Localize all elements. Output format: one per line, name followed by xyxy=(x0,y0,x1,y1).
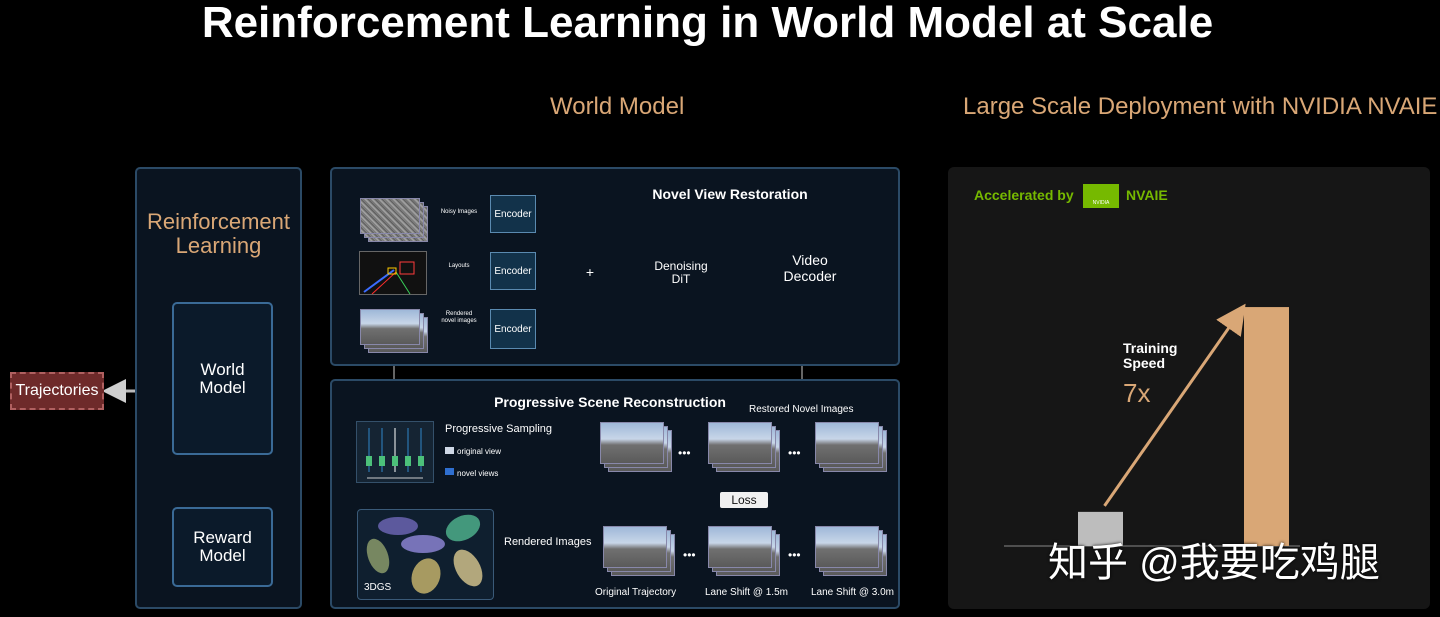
loss-box: Loss xyxy=(720,492,768,508)
decoder-line2: Decoder xyxy=(783,268,837,284)
layouts-label: Layouts xyxy=(448,263,470,269)
restoration-title: Novel View Restoration xyxy=(652,186,808,202)
original-trajectory-label: Original Trajectory xyxy=(595,587,677,598)
encoder-noisy: Encoder xyxy=(490,195,536,233)
accelerated-by-label: Accelerated by xyxy=(974,187,1074,203)
reward-model-line2: Model xyxy=(199,546,246,565)
speedup-arrow xyxy=(1103,303,1246,507)
reward-model-line1: Reward xyxy=(193,528,252,547)
rendered-images-label: Rendered Images xyxy=(504,536,592,548)
ellipsis-top-1: ••• xyxy=(678,446,691,460)
decoder-line1: Video xyxy=(792,252,828,268)
progressive-sampling-image xyxy=(356,421,434,483)
watermark: 知乎 @我要吃鸡腿 xyxy=(1048,541,1380,585)
dit-line1: Denoising xyxy=(654,259,708,273)
world-model-heading: World Model xyxy=(550,93,685,120)
plus-icon: + xyxy=(585,264,595,280)
ellipsis-bottom-1: ••• xyxy=(683,548,696,562)
speedup-value: 7x xyxy=(1123,378,1151,408)
ellipsis-bottom-2: ••• xyxy=(788,548,801,562)
rl-title-line1: Reinforcement xyxy=(146,209,291,234)
gaussian-splats-image xyxy=(357,509,494,600)
3dgs-label: 3DGS xyxy=(364,582,392,593)
rendered-label-line2: novel images xyxy=(441,318,477,324)
rendered-label-line1: Rendered xyxy=(445,311,473,317)
lane-shift-15-label: Lane Shift @ 1.5m xyxy=(705,587,788,598)
reconstruction-title: Progressive Scene Reconstruction xyxy=(494,394,726,410)
training-speed-line2: Speed xyxy=(1123,355,1166,371)
world-model-line2: Model xyxy=(199,377,246,397)
training-speed-label: Training Speed xyxy=(1123,341,1177,371)
ellipsis-top-2: ••• xyxy=(788,446,801,460)
deployment-panel xyxy=(948,167,1430,609)
nvidia-logo-icon: NVIDIA xyxy=(1083,184,1119,208)
novel-views-label: novel views xyxy=(457,469,499,478)
trajectories-box[interactable]: Trajectories xyxy=(10,372,104,410)
page-title: Reinforcement Learning in World Model at… xyxy=(201,0,1214,47)
progressive-sampling-label: Progressive Sampling xyxy=(445,423,552,435)
video-decoder: Video Decoder xyxy=(770,252,850,284)
original-view-icon xyxy=(445,447,454,454)
encoder-layouts: Encoder xyxy=(490,252,536,290)
dit-line2: DiT xyxy=(671,272,691,286)
deployment-heading: Large Scale Deployment with NVIDIA NVAIE xyxy=(963,93,1438,120)
rendered-novel-images-label: Rendered novel images xyxy=(434,311,484,325)
nvidia-logo-text: NVIDIA xyxy=(1092,200,1110,206)
rl-title-line2: Learning xyxy=(175,233,262,258)
training-speed-line1: Training xyxy=(1123,340,1178,356)
noisy-images-label: Noisy Images xyxy=(440,209,478,215)
world-model-line1: World xyxy=(200,359,245,379)
denoising-dit: Denoising DiT xyxy=(642,260,720,286)
novel-views-icon xyxy=(445,468,454,475)
nvaie-label: NVAIE xyxy=(1126,187,1168,203)
speed-bar-1 xyxy=(1078,511,1123,546)
restored-novel-images-label: Restored Novel Images xyxy=(749,404,854,415)
rl-title: Reinforcement Learning xyxy=(135,210,302,258)
speed-bar-2 xyxy=(1244,307,1289,546)
original-view-label: original view xyxy=(457,447,502,456)
lane-shift-30-label: Lane Shift @ 3.0m xyxy=(811,587,894,598)
encoder-rendered: Encoder xyxy=(490,309,536,349)
